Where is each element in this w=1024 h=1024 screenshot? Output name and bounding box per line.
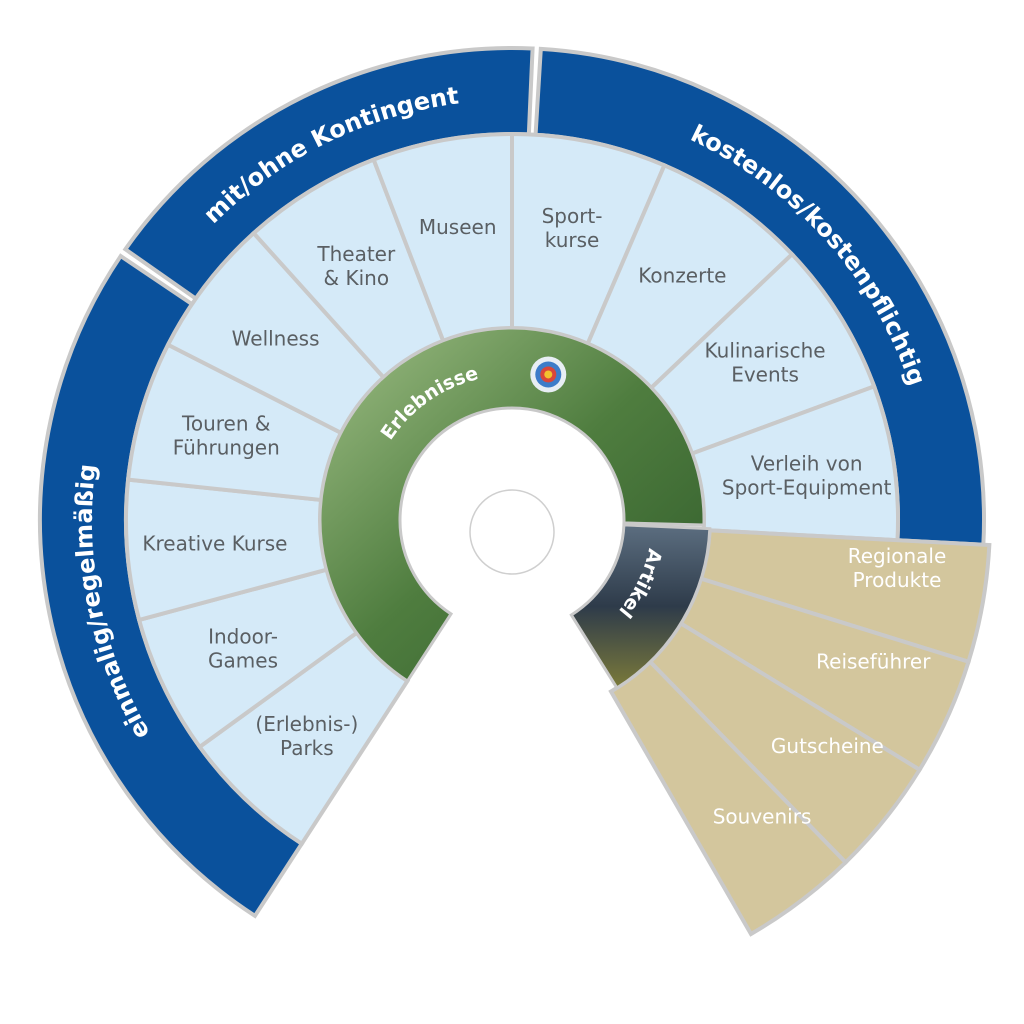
segment-label: (Erlebnis-)Parks xyxy=(255,712,358,760)
segment-label: Konzerte xyxy=(638,264,726,288)
center-circle xyxy=(469,489,555,575)
segment-label: Wellness xyxy=(232,327,320,351)
segments: (Erlebnis-)Parks Indoor-Games Kreative Kur… xyxy=(124,131,992,937)
segment-label: Reiseführer xyxy=(816,649,931,673)
artikel-photo-ring xyxy=(569,523,712,690)
segment-label: Gutscheine xyxy=(771,734,884,758)
segment-label: Sport-kurse xyxy=(542,204,603,252)
segment-label: Indoor-Games xyxy=(208,624,278,672)
archery-target-icon xyxy=(544,370,553,379)
segment-label: Souvenirs xyxy=(713,805,812,829)
segment-label: Touren &Führungen xyxy=(173,411,280,459)
segment-label: Museen xyxy=(419,215,497,239)
erlebnisse-photo-ring xyxy=(318,326,706,684)
segment-label: Kreative Kurse xyxy=(142,531,287,555)
segment-label: Theater& Kino xyxy=(316,242,396,290)
